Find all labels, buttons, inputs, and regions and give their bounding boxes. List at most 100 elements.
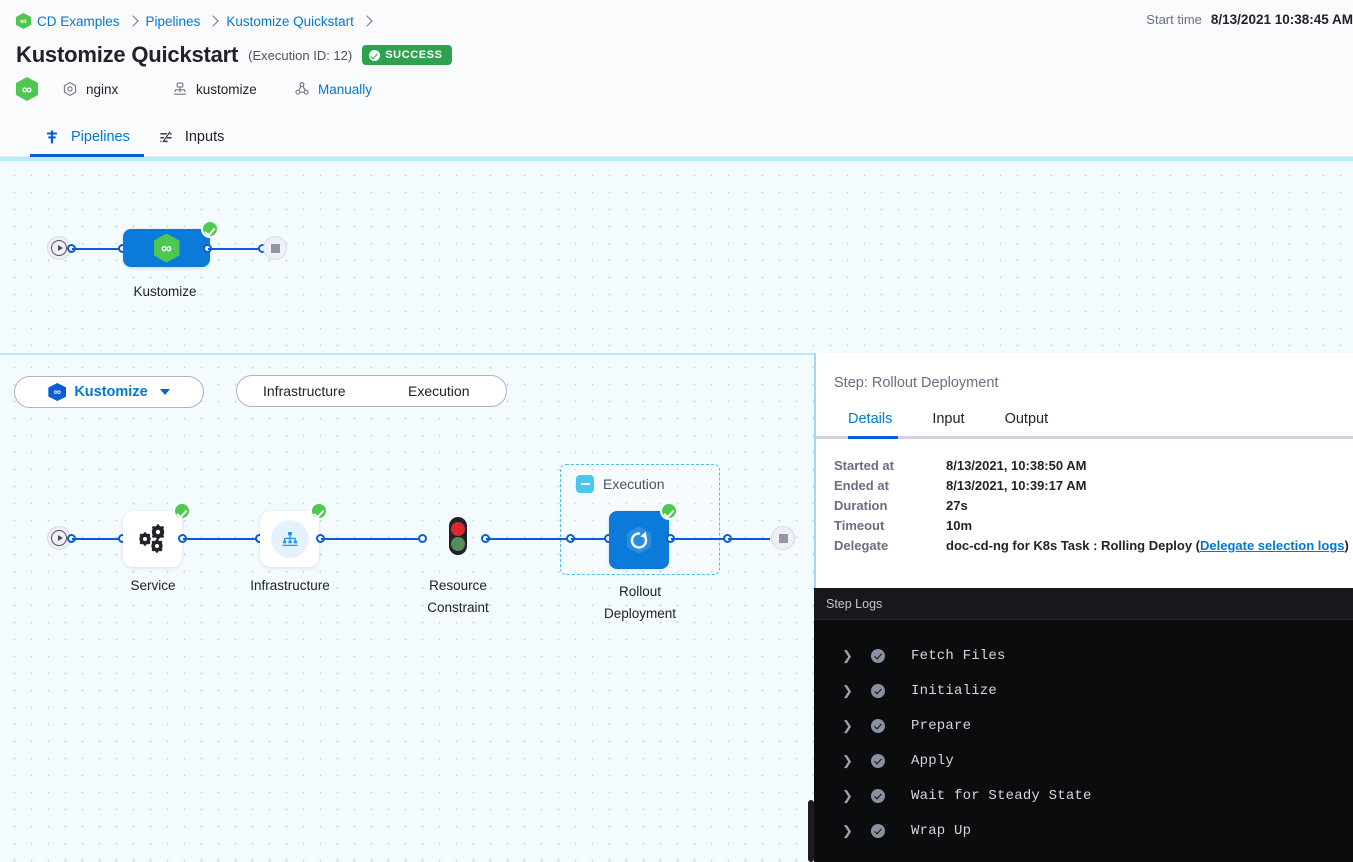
log-row-label: Fetch Files (911, 647, 1006, 664)
start-icon (51, 240, 67, 256)
tab-details[interactable]: Details (834, 411, 912, 439)
segment-infrastructure[interactable]: Infrastructure (263, 383, 346, 399)
step-logs-title: Step Logs (814, 588, 1353, 620)
chevron-right-icon[interactable]: ❯ (842, 717, 853, 733)
page-header: ∞ CD Examples Pipelines Kustomize Quicks… (0, 0, 1353, 112)
chevron-right-icon (361, 15, 373, 27)
page-title: Kustomize Quickstart (16, 42, 239, 67)
harness-hex-icon: ∞ (153, 233, 180, 263)
log-row-label: Wait for Steady State (911, 787, 1092, 804)
success-check-icon (173, 502, 191, 520)
step-node-service[interactable] (123, 502, 191, 567)
tab-inputs[interactable]: Inputs (144, 129, 239, 156)
segment-control[interactable]: Infrastructure Execution (236, 375, 507, 407)
log-row[interactable]: ❯ Apply (814, 743, 1353, 778)
rollout-refresh-icon (627, 526, 651, 554)
pipeline-canvas-top[interactable]: ∞ Kustomize (0, 157, 1353, 353)
status-badge: SUCCESS (362, 45, 452, 65)
execution-group-label: Execution (603, 476, 665, 492)
minus-box-icon[interactable] (576, 475, 594, 493)
detail-row: Started at 8/13/2021, 10:38:50 AM (834, 456, 1353, 476)
title-row: Kustomize Quickstart (Execution ID: 12) … (16, 42, 1353, 68)
log-row[interactable]: ❯ Initialize (814, 673, 1353, 708)
log-row[interactable]: ❯ Prepare (814, 708, 1353, 743)
execution-group-header[interactable]: Execution (576, 475, 664, 493)
harness-hex-icon: ∞ (16, 77, 38, 101)
meta-item-trigger[interactable]: Manually (294, 81, 372, 97)
graph-edge (208, 248, 264, 250)
graph-edge (571, 538, 610, 540)
tab-pipelines[interactable]: Pipelines (30, 129, 144, 157)
chevron-right-icon[interactable]: ❯ (842, 787, 853, 803)
step-node-resource-constraint[interactable] (444, 511, 472, 567)
success-check-icon (871, 753, 885, 768)
detail-value: 10m (946, 518, 973, 533)
stage-node-label: Kustomize (133, 284, 197, 299)
graph-edge (72, 248, 124, 250)
success-check-icon (660, 502, 678, 520)
tab-input[interactable]: Input (932, 411, 965, 427)
start-time-value: 8/13/2021 10:38:45 AM (1210, 12, 1353, 27)
meta-trigger-label[interactable]: Manually (318, 81, 373, 97)
graph-end-node[interactable] (771, 526, 795, 550)
step-detail-title: Step: Rollout Deployment (834, 375, 999, 391)
step-node-label-resource-constraint: Resource Constraint (427, 578, 489, 615)
step-node-infrastructure[interactable] (260, 502, 328, 567)
execution-id-label: (Execution ID: 12) (248, 47, 353, 63)
step-logs-panel: Step Logs ❯ Fetch Files ❯ Initialize ❯ P… (814, 588, 1353, 862)
chevron-right-icon[interactable]: ❯ (842, 752, 853, 768)
infrastructure-icon (174, 82, 186, 95)
segment-execution[interactable]: Execution (408, 383, 470, 399)
log-row[interactable]: ❯ Fetch Files (814, 638, 1353, 673)
breadcrumb-item-kustomize-quickstart[interactable]: Kustomize Quickstart (226, 13, 354, 29)
traffic-light-icon (449, 517, 467, 555)
detail-value: 8/13/2021, 10:39:17 AM (946, 478, 1087, 493)
step-node-label-rollout-deployment: Rollout Deployment (603, 584, 677, 621)
detail-key: Started at (834, 458, 894, 473)
status-badge-label: SUCCESS (385, 49, 443, 61)
success-check-icon (201, 220, 219, 238)
step-node-label: Service (130, 578, 176, 593)
primary-tabs: Pipelines Inputs (0, 112, 1353, 157)
chevron-down-icon[interactable] (159, 389, 170, 395)
canvas-scrollbar[interactable] (808, 800, 814, 862)
chevron-right-icon (207, 15, 219, 27)
detail-row: Ended at 8/13/2021, 10:39:17 AM (834, 476, 1353, 496)
detail-value: 8/13/2021, 10:38:50 AM (946, 458, 1087, 473)
start-time: Start time 8/13/2021 10:38:45 AM (1146, 12, 1353, 27)
detail-value: doc-cd-ng for K8s Task : Rolling Deploy … (946, 538, 1349, 553)
detail-key: Duration (834, 498, 888, 513)
detail-value: 27s (946, 498, 968, 513)
detail-row: Timeout 10m (834, 516, 1353, 536)
chevron-right-icon[interactable]: ❯ (842, 682, 853, 698)
breadcrumb-item-pipelines[interactable]: Pipelines (145, 13, 201, 29)
chevron-right-icon[interactable]: ❯ (842, 647, 853, 663)
log-row[interactable]: ❯ Wait for Steady State (814, 778, 1353, 813)
stage-node-kustomize[interactable]: ∞ (123, 220, 219, 267)
success-check-icon (871, 648, 885, 663)
start-time-label: Start time (1146, 12, 1202, 27)
success-check-icon (871, 718, 885, 733)
log-row[interactable]: ❯ Wrap Up (814, 813, 1353, 848)
stage-hex-icon: ∞ (48, 383, 67, 401)
infrastructure-tree-icon (282, 532, 297, 547)
breadcrumb: ∞ CD Examples Pipelines Kustomize Quicks… (16, 10, 1353, 32)
detail-row-delegate: Delegate doc-cd-ng for K8s Task : Rollin… (834, 536, 1353, 556)
detail-key: Delegate (834, 538, 889, 553)
graph-end-node[interactable] (263, 236, 287, 260)
tab-output[interactable]: Output (1004, 411, 1049, 427)
breadcrumb-item-cd-examples[interactable]: CD Examples (37, 13, 120, 29)
graph-edge (321, 538, 421, 540)
pipeline-icon (46, 130, 58, 144)
delegate-selection-logs-link[interactable]: Delegate selection logs (1200, 538, 1345, 553)
stage-selector-pill[interactable]: ∞ Kustomize (14, 376, 204, 408)
step-node-rollout-deployment[interactable] (609, 502, 678, 569)
meta-item-infrastructure: kustomize (172, 81, 294, 97)
service-gears-icon (138, 524, 164, 553)
chevron-right-icon[interactable]: ❯ (842, 822, 853, 838)
success-check-icon (871, 823, 885, 838)
inputs-icon (160, 130, 172, 144)
meta-service-label: nginx (86, 81, 119, 97)
detail-key: Ended at (834, 478, 889, 493)
